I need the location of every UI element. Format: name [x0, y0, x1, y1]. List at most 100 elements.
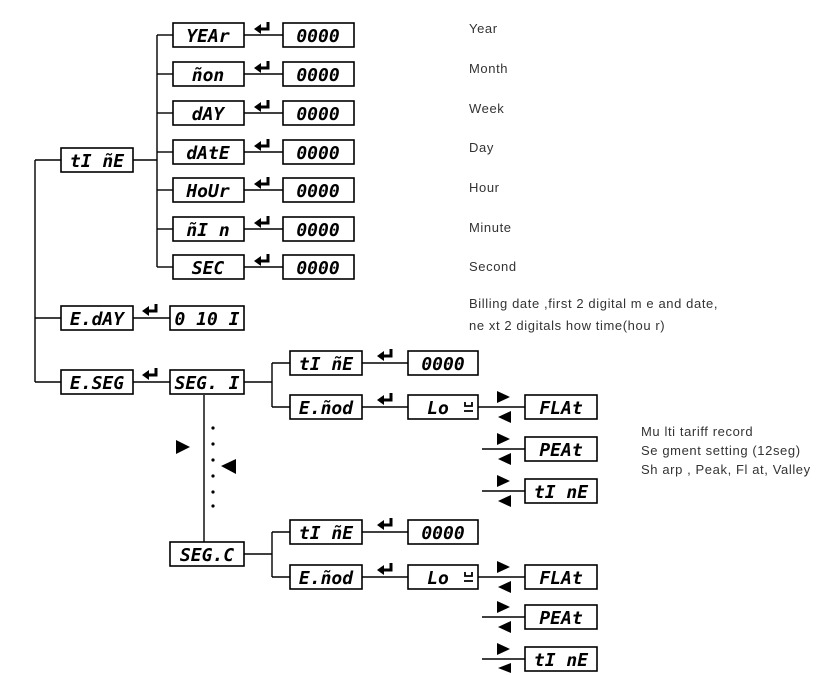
item-value: 0000	[296, 26, 340, 47]
item-value: 0000	[296, 181, 340, 202]
enter-arrow-icon	[252, 252, 270, 268]
triangle-right-icon	[497, 643, 510, 655]
seg-first-node[interactable]: SEG. I	[169, 369, 245, 395]
time-value-minute[interactable]: 0000	[282, 216, 355, 242]
item-label: HoUr	[185, 181, 230, 202]
seg-time-label: tI ñE	[299, 354, 353, 375]
time-value-hour[interactable]: 0000	[282, 177, 355, 203]
seg-last-time-label[interactable]: tI ñE	[289, 519, 363, 545]
eseg-description-line-2: Se gment setting (12seg)	[641, 443, 801, 458]
enter-arrow-icon	[375, 561, 393, 577]
item-label: dAY	[192, 104, 226, 125]
item-label: SEC	[192, 258, 225, 279]
seg-first-mode-value[interactable]: Lo	[407, 394, 479, 420]
enter-arrow-icon	[252, 214, 270, 230]
menu-node-label: tI ñE	[70, 151, 124, 172]
eday-value[interactable]: 0 10 I	[169, 305, 245, 331]
seg-first-mode-label[interactable]: E.ñod	[289, 394, 363, 420]
seg-mode-label: E.ñod	[299, 568, 354, 589]
option-label: PEAt	[539, 608, 583, 629]
seg-time-value: 0000	[421, 354, 465, 375]
item-value: 0000	[296, 65, 340, 86]
triangle-right-icon	[497, 601, 510, 613]
time-item-hour[interactable]: HoUr	[172, 177, 245, 203]
seg-label: SEG. I	[174, 373, 239, 394]
item-description: Minute	[469, 220, 512, 235]
seg-first-time-value[interactable]: 0000	[407, 350, 479, 376]
seg-last-option-time[interactable]: tI nE	[524, 646, 598, 672]
item-value: 0000	[296, 220, 340, 241]
seg-first-option-time[interactable]: tI nE	[524, 478, 598, 504]
seg-last-mode-label[interactable]: E.ñod	[289, 564, 363, 590]
time-item-year[interactable]: YEAr	[172, 22, 245, 48]
triangle-left-icon	[498, 411, 511, 423]
enter-arrow-icon	[252, 137, 270, 153]
enter-arrow-icon	[252, 175, 270, 191]
enter-arrow-icon	[375, 516, 393, 532]
time-item-minute[interactable]: ñI n	[172, 216, 245, 242]
seg-last-time-value[interactable]: 0000	[407, 519, 479, 545]
option-label: PEAt	[539, 440, 583, 461]
time-value-date[interactable]: 0000	[282, 139, 355, 165]
triangle-right-icon	[497, 391, 510, 403]
seg-first-option-flat[interactable]: FLAt	[524, 394, 598, 420]
enter-arrow-icon	[252, 59, 270, 75]
eseg-description-line-1: Mu lti tariff record	[641, 424, 753, 439]
time-value-second[interactable]: 0000	[282, 254, 355, 280]
seg-time-label: tI ñE	[299, 523, 353, 544]
triangle-left-icon	[498, 495, 511, 507]
enter-arrow-icon	[140, 302, 158, 318]
seg-time-value: 0000	[421, 523, 465, 544]
item-description: Week	[469, 101, 504, 116]
time-item-week[interactable]: dAY	[172, 100, 245, 126]
enter-arrow-icon	[140, 366, 158, 382]
option-label: tI nE	[534, 650, 588, 671]
item-label: YEAr	[186, 26, 230, 47]
enter-arrow-icon	[375, 347, 393, 363]
triangle-left-icon	[498, 621, 511, 633]
triangle-right-icon	[497, 561, 510, 573]
seg-mode-value: Lo	[427, 568, 449, 589]
time-item-second[interactable]: SEC	[172, 254, 245, 280]
item-value: 0000	[296, 258, 340, 279]
item-value: 0000	[296, 143, 340, 164]
triangle-left-icon	[498, 581, 511, 593]
seg-first-option-peak[interactable]: PEAt	[524, 436, 598, 462]
time-item-date[interactable]: dAtE	[172, 139, 245, 165]
item-description: Month	[469, 61, 508, 76]
menu-node-eseg[interactable]: E.SEG	[60, 369, 134, 395]
time-item-month[interactable]: ñon	[172, 61, 245, 87]
time-value-month[interactable]: 0000	[282, 61, 355, 87]
item-label: ñon	[192, 65, 225, 86]
seg-last-option-flat[interactable]: FLAt	[524, 564, 598, 590]
seg-label: SEG.C	[180, 545, 234, 566]
seg-mode-label: E.ñod	[299, 398, 354, 419]
triangle-left-icon	[498, 453, 511, 465]
seg-first-time-label[interactable]: tI ñE	[289, 350, 363, 376]
menu-node-label: E.dAY	[70, 309, 125, 330]
seg-last-mode-value[interactable]: Lo	[407, 564, 479, 590]
seg-ellipsis	[211, 426, 215, 508]
option-label: tI nE	[534, 482, 588, 503]
seg-last-node[interactable]: SEG.C	[169, 541, 245, 567]
triangle-left-icon	[498, 663, 511, 673]
menu-node-label: E.SEG	[70, 373, 124, 394]
menu-node-time[interactable]: tI ñE	[60, 147, 134, 173]
time-value-week[interactable]: 0000	[282, 100, 355, 126]
time-value-year[interactable]: 0000	[282, 22, 355, 48]
menu-node-eday[interactable]: E.dAY	[60, 305, 134, 331]
segment-glyph-icon	[464, 572, 473, 582]
item-label: dAtE	[186, 143, 230, 164]
triangle-right-icon	[497, 475, 510, 487]
item-label: ñI n	[186, 220, 229, 241]
triangle-left-icon	[221, 459, 236, 474]
segment-glyph-icon	[464, 402, 473, 412]
enter-arrow-icon	[252, 20, 270, 36]
enter-arrow-icon	[252, 98, 270, 114]
item-description: Day	[469, 140, 494, 155]
triangle-right-icon	[497, 433, 510, 445]
item-value: 0000	[296, 104, 340, 125]
seg-last-option-peak[interactable]: PEAt	[524, 604, 598, 630]
item-description: Year	[469, 21, 498, 36]
